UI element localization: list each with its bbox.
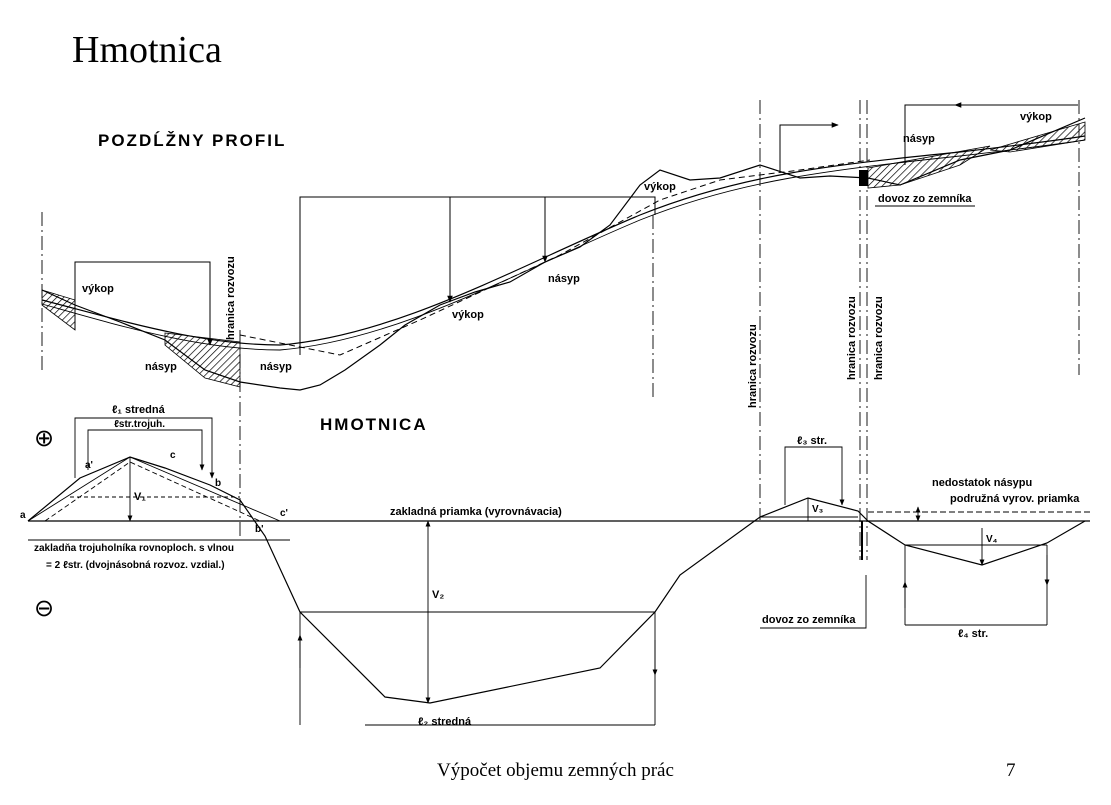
label-v3: V₃: [812, 504, 824, 515]
dovoz-section: [760, 521, 867, 629]
hmotnica-diagram: POZDĹŽNY PROFIL výkop násyp násyp výkop …: [20, 100, 1090, 728]
point-b: b: [215, 478, 221, 489]
slide-footer: Výpočet objemu zemných prác: [437, 760, 674, 781]
label-l4-str: ℓ₄ str.: [958, 628, 988, 640]
v4-section: [868, 506, 1090, 626]
hmotnica-heading: HMOTNICA: [320, 415, 428, 434]
minus-sign: ⊖: [34, 594, 54, 622]
label-vykop-3: výkop: [644, 181, 676, 193]
label-hranica-3: hranica rozvozu: [846, 296, 858, 380]
label-l1-stredna: ℓ₁ stredná: [112, 404, 166, 416]
point-c: c: [170, 450, 176, 461]
label-v1: V₁: [134, 491, 146, 503]
point-b-prime: b': [255, 524, 264, 535]
label-nasyp-3: násyp: [548, 273, 580, 285]
slide-title: Hmotnica: [72, 29, 222, 71]
area-triangle: [27, 456, 281, 522]
label-vykop-4: výkop: [1020, 111, 1052, 123]
point-a: a: [20, 510, 26, 521]
fill-area-left: [164, 332, 241, 388]
terrain-line: [41, 117, 1086, 391]
label-nedostatok: nedostatok násypu: [932, 477, 1032, 489]
dashed-line: [239, 159, 871, 356]
label-l2-stredna: ℓ₂ stredná: [418, 716, 472, 728]
cut-area-right: [989, 121, 1086, 153]
v2-section: [297, 520, 658, 726]
label-nasyp-1: násyp: [145, 361, 177, 373]
page-number: 7: [1006, 760, 1016, 781]
label-dovoz-profile: dovoz zo zemníka: [878, 193, 972, 205]
label-hranica-4: hranica rozvozu: [873, 296, 885, 380]
label-nasyp-2: násyp: [260, 361, 292, 373]
label-hranica-1: hranica rozvozu: [225, 256, 237, 340]
plus-sign: ⊕: [34, 424, 54, 452]
label-dvojnasobna: = 2 ℓstr. (dvojnásobná rozvoz. vzdial.): [46, 560, 225, 571]
v3-section: [760, 446, 858, 521]
profile-arrows: [74, 102, 1078, 355]
label-podruzna: podružná vyrov. priamka: [950, 493, 1080, 505]
label-hranica-2: hranica rozvozu: [747, 324, 759, 408]
label-dovoz-hmotnica: dovoz zo zemníka: [762, 614, 856, 626]
profile-heading: POZDĹŽNY PROFIL: [98, 131, 286, 150]
label-l3-str: ℓ₃ str.: [797, 435, 827, 447]
label-v2: V₂: [432, 589, 444, 601]
label-nasyp-4: násyp: [903, 133, 935, 145]
point-c-prime: c': [280, 508, 288, 519]
point-a-prime: a': [85, 460, 93, 471]
label-v4: V₄: [986, 534, 998, 545]
mass-curve: [27, 456, 1086, 704]
l1-brackets: [74, 417, 215, 479]
label-zakladna-priamka: zakladná priamka (vyrovnávacia): [390, 506, 562, 518]
cut-area-left: [41, 289, 76, 331]
label-vykop-1: výkop: [82, 283, 114, 295]
label-l-str-trojuh: ℓstr.trojuh.: [114, 419, 165, 430]
label-vykop-2: výkop: [452, 309, 484, 321]
label-zakladna-trojuholnika: zakladňa trojuholníka rovnoploch. s vlno…: [34, 543, 234, 554]
